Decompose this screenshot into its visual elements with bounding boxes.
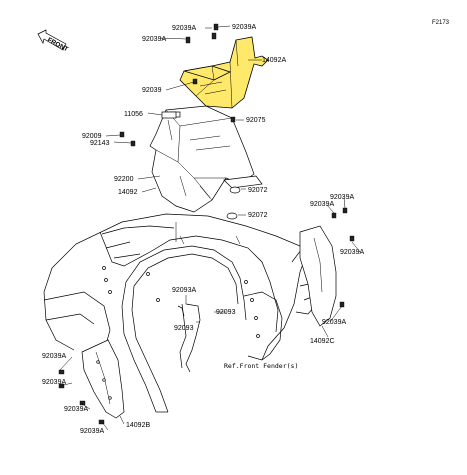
flap-14092b: [81, 339, 125, 419]
label-14092b: 14092B: [126, 422, 150, 429]
label-92072-upper: 92072: [248, 187, 268, 194]
diagram-code: F2173: [432, 20, 450, 26]
label-92200: 92200: [114, 176, 134, 183]
label-92039a-left-4: 92039A: [80, 428, 104, 435]
label-92039a-left-1: 92039A: [42, 353, 66, 360]
front-arrow: FRONT: [37, 29, 69, 53]
grommet-92072-b: [226, 212, 238, 220]
label-92143: 92143: [90, 140, 110, 147]
grommet-92072-a: [229, 186, 241, 194]
label-92039: 92039: [142, 87, 162, 94]
label-92009: 92009: [82, 133, 102, 140]
bracket-14092: [149, 105, 263, 213]
part-labels: 92039A 92039A 92039A 14092A 92039 11056 …: [42, 24, 364, 435]
label-92039a-top-left-2: 92039A: [142, 36, 166, 43]
label-92039a-right-3: 92039A: [340, 249, 364, 256]
label-14092a: 14092A: [262, 57, 286, 64]
label-92093-right: 92093: [216, 309, 236, 316]
label-92039a-left-3: 92039A: [64, 406, 88, 413]
ref-front-fender: Ref.Front Fender(s): [224, 362, 298, 370]
bolt-group-top: [119, 23, 219, 147]
bolt-group-left: [58, 369, 105, 425]
label-92093a: 92093A: [172, 287, 196, 294]
cover-14092a: [179, 36, 269, 109]
label-92039a-left-2: 92039A: [42, 379, 66, 386]
bolt-92075: [230, 116, 236, 123]
flap-14092c: [299, 225, 337, 327]
leader-lines: [59, 25, 361, 431]
rear-fender: [43, 213, 331, 413]
bolt-group-right: [331, 207, 355, 308]
label-92039a-right-2: 92039A: [310, 201, 334, 208]
label-92075: 92075: [246, 117, 266, 124]
label-92039a-right-1: 92039A: [330, 194, 354, 201]
label-92093-left: 92093: [174, 325, 194, 332]
label-92039a-right-4: 92039A: [322, 319, 346, 326]
label-92072-lower: 92072: [248, 212, 268, 219]
fastener-11056: [161, 111, 177, 119]
label-92039a-top-left: 92039A: [172, 25, 196, 32]
label-14092c: 14092C: [310, 338, 335, 345]
label-92039a-top-right: 92039A: [232, 24, 256, 31]
label-11056: 11056: [124, 111, 143, 118]
label-14092: 14092: [118, 189, 138, 196]
